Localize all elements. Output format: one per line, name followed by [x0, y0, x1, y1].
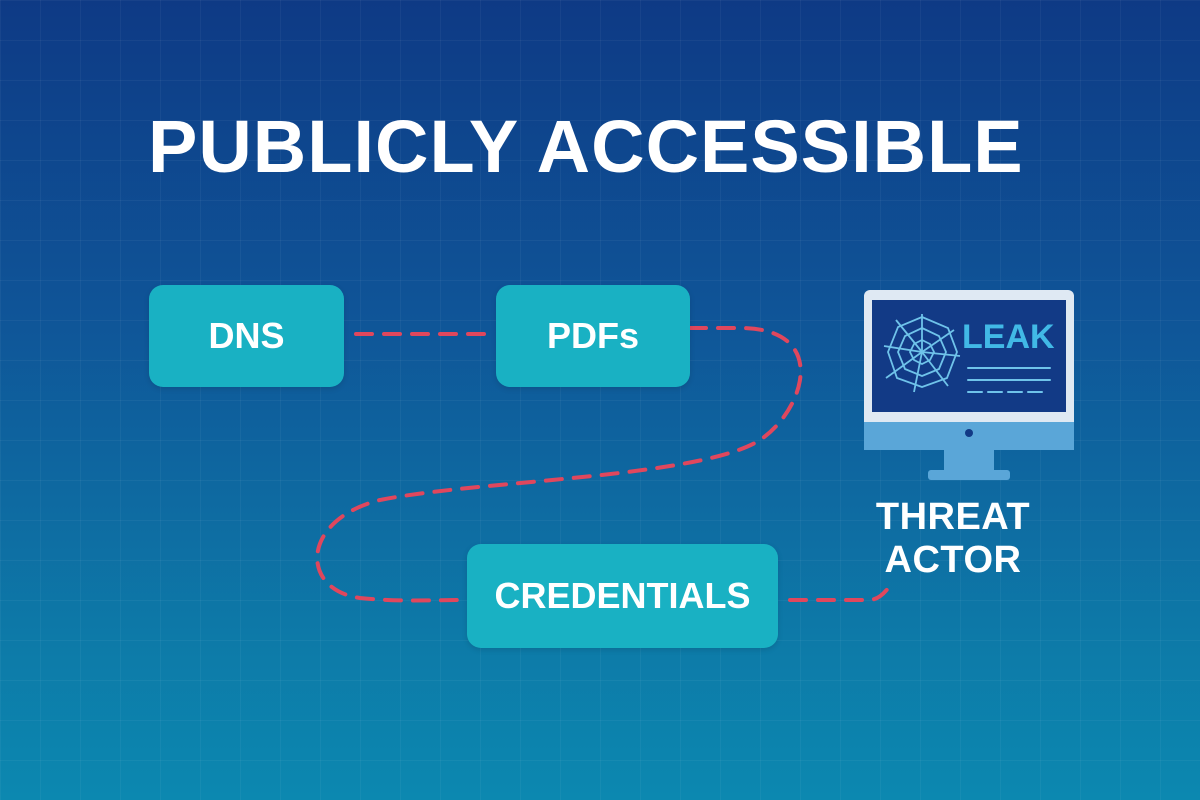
link-pdfs-credentials: [315, 326, 803, 603]
node-dns: DNS: [149, 285, 344, 387]
threat-actor-label: THREAT ACTOR: [848, 496, 1058, 582]
node-credentials-label: CREDENTIALS: [494, 575, 751, 616]
page-title: PUBLICLY ACCESSIBLE: [148, 105, 1024, 188]
node-pdfs-label: PDFs: [546, 315, 640, 356]
node-dns-label: DNS: [208, 315, 285, 356]
link-credentials-threat-actor: [788, 580, 895, 602]
spider-web-icon: [883, 314, 961, 393]
threat-actor-line1: THREAT: [875, 496, 1031, 538]
node-credentials: CREDENTIALS: [467, 544, 778, 648]
threat-actor-line2: ACTOR: [884, 538, 1022, 581]
leak-label: LEAK: [962, 318, 1055, 356]
monitor-icon: [864, 290, 1074, 480]
node-pdfs: PDFs: [496, 285, 690, 387]
